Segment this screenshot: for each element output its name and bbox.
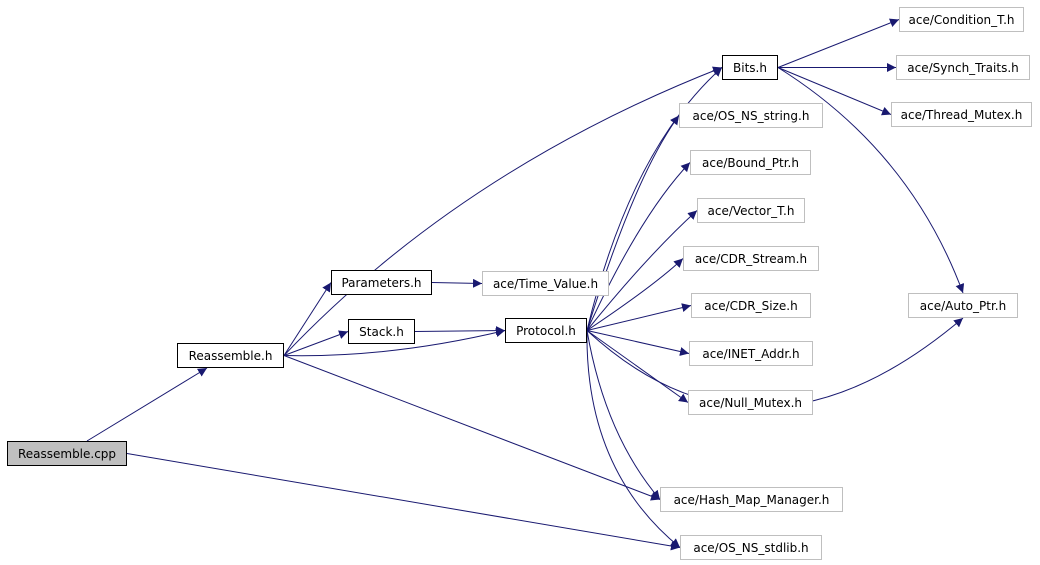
node-null-mutex-h[interactable]: ace/Null_Mutex.h <box>688 390 813 415</box>
node-vector-t-h[interactable]: ace/Vector_T.h <box>697 198 805 223</box>
node-thread-mutex-h[interactable]: ace/Thread_Mutex.h <box>891 102 1032 127</box>
node-time-value-h[interactable]: ace/Time_Value.h <box>482 271 609 296</box>
node-protocol-h[interactable]: Protocol.h <box>505 318 587 343</box>
edge-stack-h-to-protocol-h <box>414 326 506 336</box>
edge-reassemble-cpp-to-os-ns-stdlib-h <box>126 453 681 551</box>
node-bits-h[interactable]: Bits.h <box>722 55 778 80</box>
edge-reassemble-h-to-protocol-h <box>283 328 506 357</box>
node-synch-traits-h[interactable]: ace/Synch_Traits.h <box>896 55 1030 80</box>
node-stack-h[interactable]: Stack.h <box>348 319 415 344</box>
node-cdr-size-h[interactable]: ace/CDR_Size.h <box>691 293 811 318</box>
edge-protocol-h-to-os-ns-stdlib-h <box>586 330 681 548</box>
edge-reassemble-h-to-hash-map-manager-h <box>283 355 661 501</box>
node-reassemble-h[interactable]: Reassemble.h <box>177 343 284 368</box>
edge-protocol-h-to-inet-addr-h <box>586 330 690 356</box>
edge-bits-h-to-thread-mutex-h <box>777 67 892 116</box>
node-cdr-stream-h[interactable]: ace/CDR_Stream.h <box>683 246 819 271</box>
node-hash-map-manager-h[interactable]: ace/Hash_Map_Manager.h <box>660 487 843 512</box>
node-os-ns-string-h[interactable]: ace/OS_NS_string.h <box>679 103 823 128</box>
node-reassemble-cpp[interactable]: Reassemble.cpp <box>7 441 127 466</box>
edge-reassemble-h-to-stack-h <box>283 330 349 356</box>
node-auto-ptr-h[interactable]: ace/Auto_Ptr.h <box>908 293 1018 318</box>
edge-protocol-h-to-vector-t-h <box>586 210 698 331</box>
edge-protocol-h-to-null-mutex-h <box>586 330 689 403</box>
edge-protocol-h-to-hash-map-manager-h <box>586 330 661 500</box>
edge-reassemble-cpp-to-reassemble-h <box>86 367 208 442</box>
edge-protocol-h-to-cdr-size-h <box>586 303 692 331</box>
edge-parameters-h-to-time-value-h <box>431 278 483 288</box>
node-condition-t-h[interactable]: ace/Condition_T.h <box>899 7 1024 32</box>
edge-bits-h-to-condition-t-h <box>777 18 900 68</box>
node-os-ns-stdlib-h[interactable]: ace/OS_NS_stdlib.h <box>680 535 822 560</box>
edge-bits-h-to-auto-ptr-h <box>777 67 965 294</box>
edge-protocol-h-to-cdr-stream-h <box>586 258 684 331</box>
node-bound-ptr-h[interactable]: ace/Bound_Ptr.h <box>690 150 811 175</box>
edge-reassemble-h-to-bits-h <box>283 66 723 356</box>
node-inet-addr-h[interactable]: ace/INET_Addr.h <box>689 341 813 366</box>
edge-reassemble-h-to-parameters-h <box>283 282 332 356</box>
edge-protocol-h-to-bound-ptr-h <box>586 162 691 331</box>
node-parameters-h[interactable]: Parameters.h <box>331 270 432 295</box>
